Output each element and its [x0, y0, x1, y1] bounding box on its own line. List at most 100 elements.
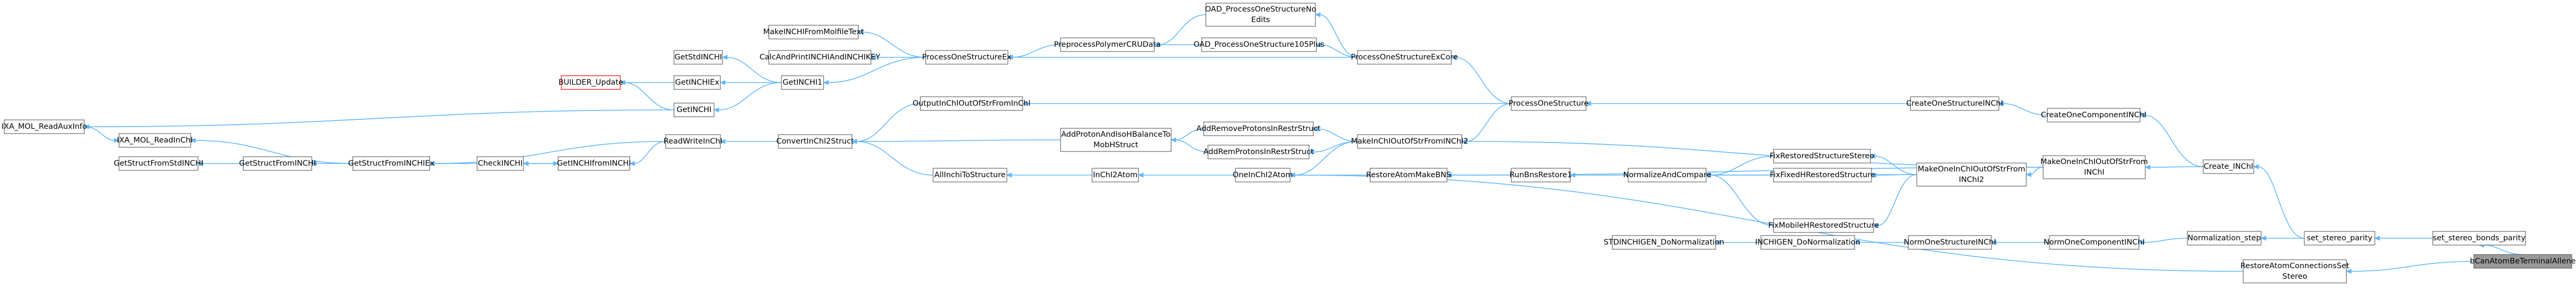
arrowhead — [719, 80, 726, 85]
arrowhead — [1869, 154, 1876, 159]
edge-make-one-in-ch-iout-of-str-from-inch-i-to-make-one-in-ch-iout-of-str-from-inch-i2 — [2030, 167, 2044, 175]
arrowhead — [1022, 101, 1028, 106]
node-oad-process-one-structure105-plus[interactable]: OAD_ProcessOneStructure105Plus — [1194, 37, 1325, 52]
node-add-remove-protons-in-restr-struct[interactable]: AddRemoveProtonsInRestrStruct — [1196, 121, 1321, 136]
node-label: GetINCHIfromINCHI — [557, 159, 631, 168]
arrowhead — [1461, 139, 1467, 144]
node-ixa-mol-read-in-ch-i[interactable]: IXA_MOL_ReadInChI — [117, 133, 193, 148]
node-get-struct-from-inchi[interactable]: GetStructFromINCHI — [239, 156, 316, 171]
node-label: InChI2Atom — [1093, 171, 1138, 179]
node-restore-atom-make-bns[interactable]: RestoreAtomMakeBNS — [1366, 168, 1451, 182]
node-process-one-structure-ex-core[interactable]: ProcessOneStructureExCore — [1351, 50, 1458, 65]
node-label: AddRemoveProtonsInRestrStruct — [1196, 125, 1321, 133]
node-ixa-mol-read-aux-info[interactable]: IXA_MOL_ReadAuxInfo — [2, 119, 87, 134]
node-set-stereo-parity[interactable]: set_stereo_parity — [2304, 231, 2375, 246]
node-label: MakeINCHIFromMolfileText — [763, 28, 864, 36]
node-norm-one-structure-inch-i[interactable]: NormOneStructureINChI — [1904, 235, 1996, 250]
node-create-inch-i[interactable]: Create_INChI — [2203, 159, 2254, 174]
node-label: FixRestoredStructureStereo — [1770, 152, 1875, 160]
node-get-inchi[interactable]: GetINCHI — [673, 103, 715, 117]
node-box — [1201, 37, 1317, 52]
node-label: GetINCHI — [677, 106, 711, 114]
node-create-one-component-inch-i[interactable]: CreateOneComponentINChI — [2041, 108, 2147, 123]
node-box — [1357, 50, 1452, 65]
node-fix-mobile-hrestored-structure[interactable]: FixMobileHRestoredStructure — [1768, 218, 1879, 233]
node-add-rem-protons-in-restr-struct[interactable]: AddRemProtonsInRestrStruct — [1203, 145, 1314, 159]
node-inchigen-do-normalization[interactable]: INCHIGEN_DoNormalization — [1755, 235, 1860, 250]
edge-fix-mobile-hrestored-structure-to-normalize-and-compare — [1710, 175, 1774, 226]
node-process-one-structure-ex[interactable]: ProcessOneStructureEx — [922, 50, 1012, 65]
node-box — [933, 168, 1007, 182]
edge-add-proton-and-iso-hbalance-to-mob-hstruct-to-convert-in-ch-i2-struct — [856, 139, 1061, 142]
node-convert-in-ch-i2-struct[interactable]: ConvertInChI2Struct — [776, 134, 854, 149]
node-make-inchifrom-molfile-text[interactable]: MakeINCHIFromMolfileText — [763, 25, 864, 39]
edge-b-can-atom-be-terminal-allene-to-set-stereo-bonds-parity — [2483, 245, 2523, 255]
arrowhead — [553, 161, 559, 166]
node-normalization-step[interactable]: Normalization_step — [2187, 231, 2262, 246]
node-make-in-ch-iout-of-str-from-inch-i2[interactable]: MakeInChIOutOfStrFromINChI2 — [1351, 134, 1469, 149]
arrowhead — [619, 80, 626, 85]
node-label: AddRemProtonsInRestrStruct — [1203, 148, 1314, 156]
node-label-line: MobHStruct — [1093, 141, 1138, 149]
arrowhead — [2144, 165, 2151, 170]
node-box — [1773, 149, 1871, 164]
node-label: Normalization_step — [2187, 234, 2261, 242]
arrowhead — [870, 55, 876, 60]
node-one-in-ch-i2-atom[interactable]: OneInChI2Atom — [1233, 168, 1293, 182]
node-box — [665, 134, 721, 149]
node-box — [673, 50, 723, 65]
node-box — [477, 156, 524, 171]
edge-get-inchi-to-ixa-mol-read-aux-info — [88, 109, 675, 127]
node-b-can-atom-be-terminal-allene[interactable]: bCanAtomBeTerminalAllene — [2470, 254, 2576, 269]
node-label: BUILDER_Update — [558, 78, 623, 87]
edge-process-one-structure-ex-to-make-inchifrom-molfile-text — [862, 32, 926, 58]
node-in-ch-i2-atom[interactable]: InChI2Atom — [1092, 168, 1139, 182]
node-run-bns-restore1[interactable]: RunBnsRestore1 — [1510, 168, 1572, 182]
node-create-one-structure-inch-i[interactable]: CreateOneStructureINChI — [1906, 96, 2003, 111]
node-label: OutputInChIOutOfStrFromInChI — [913, 99, 1031, 108]
node-label: ProcessOneStructure — [1509, 99, 1589, 108]
node-fix-restored-structure-stereo[interactable]: FixRestoredStructureStereo — [1770, 149, 1875, 164]
arrowhead — [719, 139, 726, 144]
node-get-std-inchi[interactable]: GetStdINCHI — [673, 50, 723, 65]
node-stdinchigen-do-normalization[interactable]: STDINCHIGEN_DoNormalization — [1604, 235, 1725, 250]
node-box — [1908, 235, 1992, 250]
node-get-struct-from-std-inchi[interactable]: GetStructFromStdINCHI — [114, 156, 203, 171]
node-box — [1511, 168, 1571, 182]
node-calc-and-print-inchiand-inchikey[interactable]: CalcAndPrintINCHIAndINCHIKEY — [759, 50, 880, 65]
node-read-write-in-ch-i[interactable]: ReadWriteInChI — [663, 134, 722, 149]
arrowhead — [2025, 172, 2032, 177]
node-get-inchiex[interactable]: GetINCHIEx — [673, 75, 721, 90]
arrowhead — [1007, 55, 1013, 60]
node-label: bCanAtomBeTerminalAllene — [2470, 257, 2576, 266]
arrowhead — [2253, 164, 2259, 169]
node-label-line: AddProtonAndIsoHBalanceTo — [1061, 130, 1171, 139]
node-builder-update[interactable]: BUILDER_Update — [558, 75, 623, 90]
node-set-stereo-bonds-parity[interactable]: set_stereo_bonds_parity — [2432, 231, 2526, 246]
node-label: CreateOneComponentINChI — [2041, 111, 2147, 119]
node-process-one-structure[interactable]: ProcessOneStructure — [1509, 96, 1589, 111]
node-box — [2049, 235, 2139, 250]
node-get-struct-from-inchiex[interactable]: GetStructFromINCHIEx — [348, 156, 434, 171]
node-fix-fixed-hrestored-structure[interactable]: FixFixedHRestoredStructure — [1770, 168, 1875, 182]
node-label: FixFixedHRestoredStructure — [1770, 171, 1875, 179]
node-get-inchifrom-inchi[interactable]: GetINCHIfromINCHI — [557, 156, 631, 171]
arrowhead — [429, 161, 435, 166]
node-get-inchi1[interactable]: GetINCHI1 — [781, 75, 824, 90]
node-norm-one-component-inch-i[interactable]: NormOneComponentINChI — [2044, 235, 2145, 250]
arrowhead — [1137, 172, 1144, 178]
node-output-in-ch-iout-of-str-from-in-ch-i[interactable]: OutputInChIOutOfStrFromInChI — [913, 96, 1031, 111]
node-check-inchi[interactable]: CheckINCHI — [477, 156, 524, 171]
arrowhead — [83, 124, 90, 129]
node-all-inchi-to-structure[interactable]: AllInchiToStructure — [933, 168, 1007, 182]
node-normalize-and-compare[interactable]: NormalizeAndCompare — [1623, 168, 1711, 182]
node-label: ProcessOneStructureExCore — [1351, 53, 1458, 62]
node-box — [1511, 96, 1587, 111]
node-preprocess-polymer-crudata[interactable]: PreprocessPolymerCRUData — [1054, 37, 1161, 52]
